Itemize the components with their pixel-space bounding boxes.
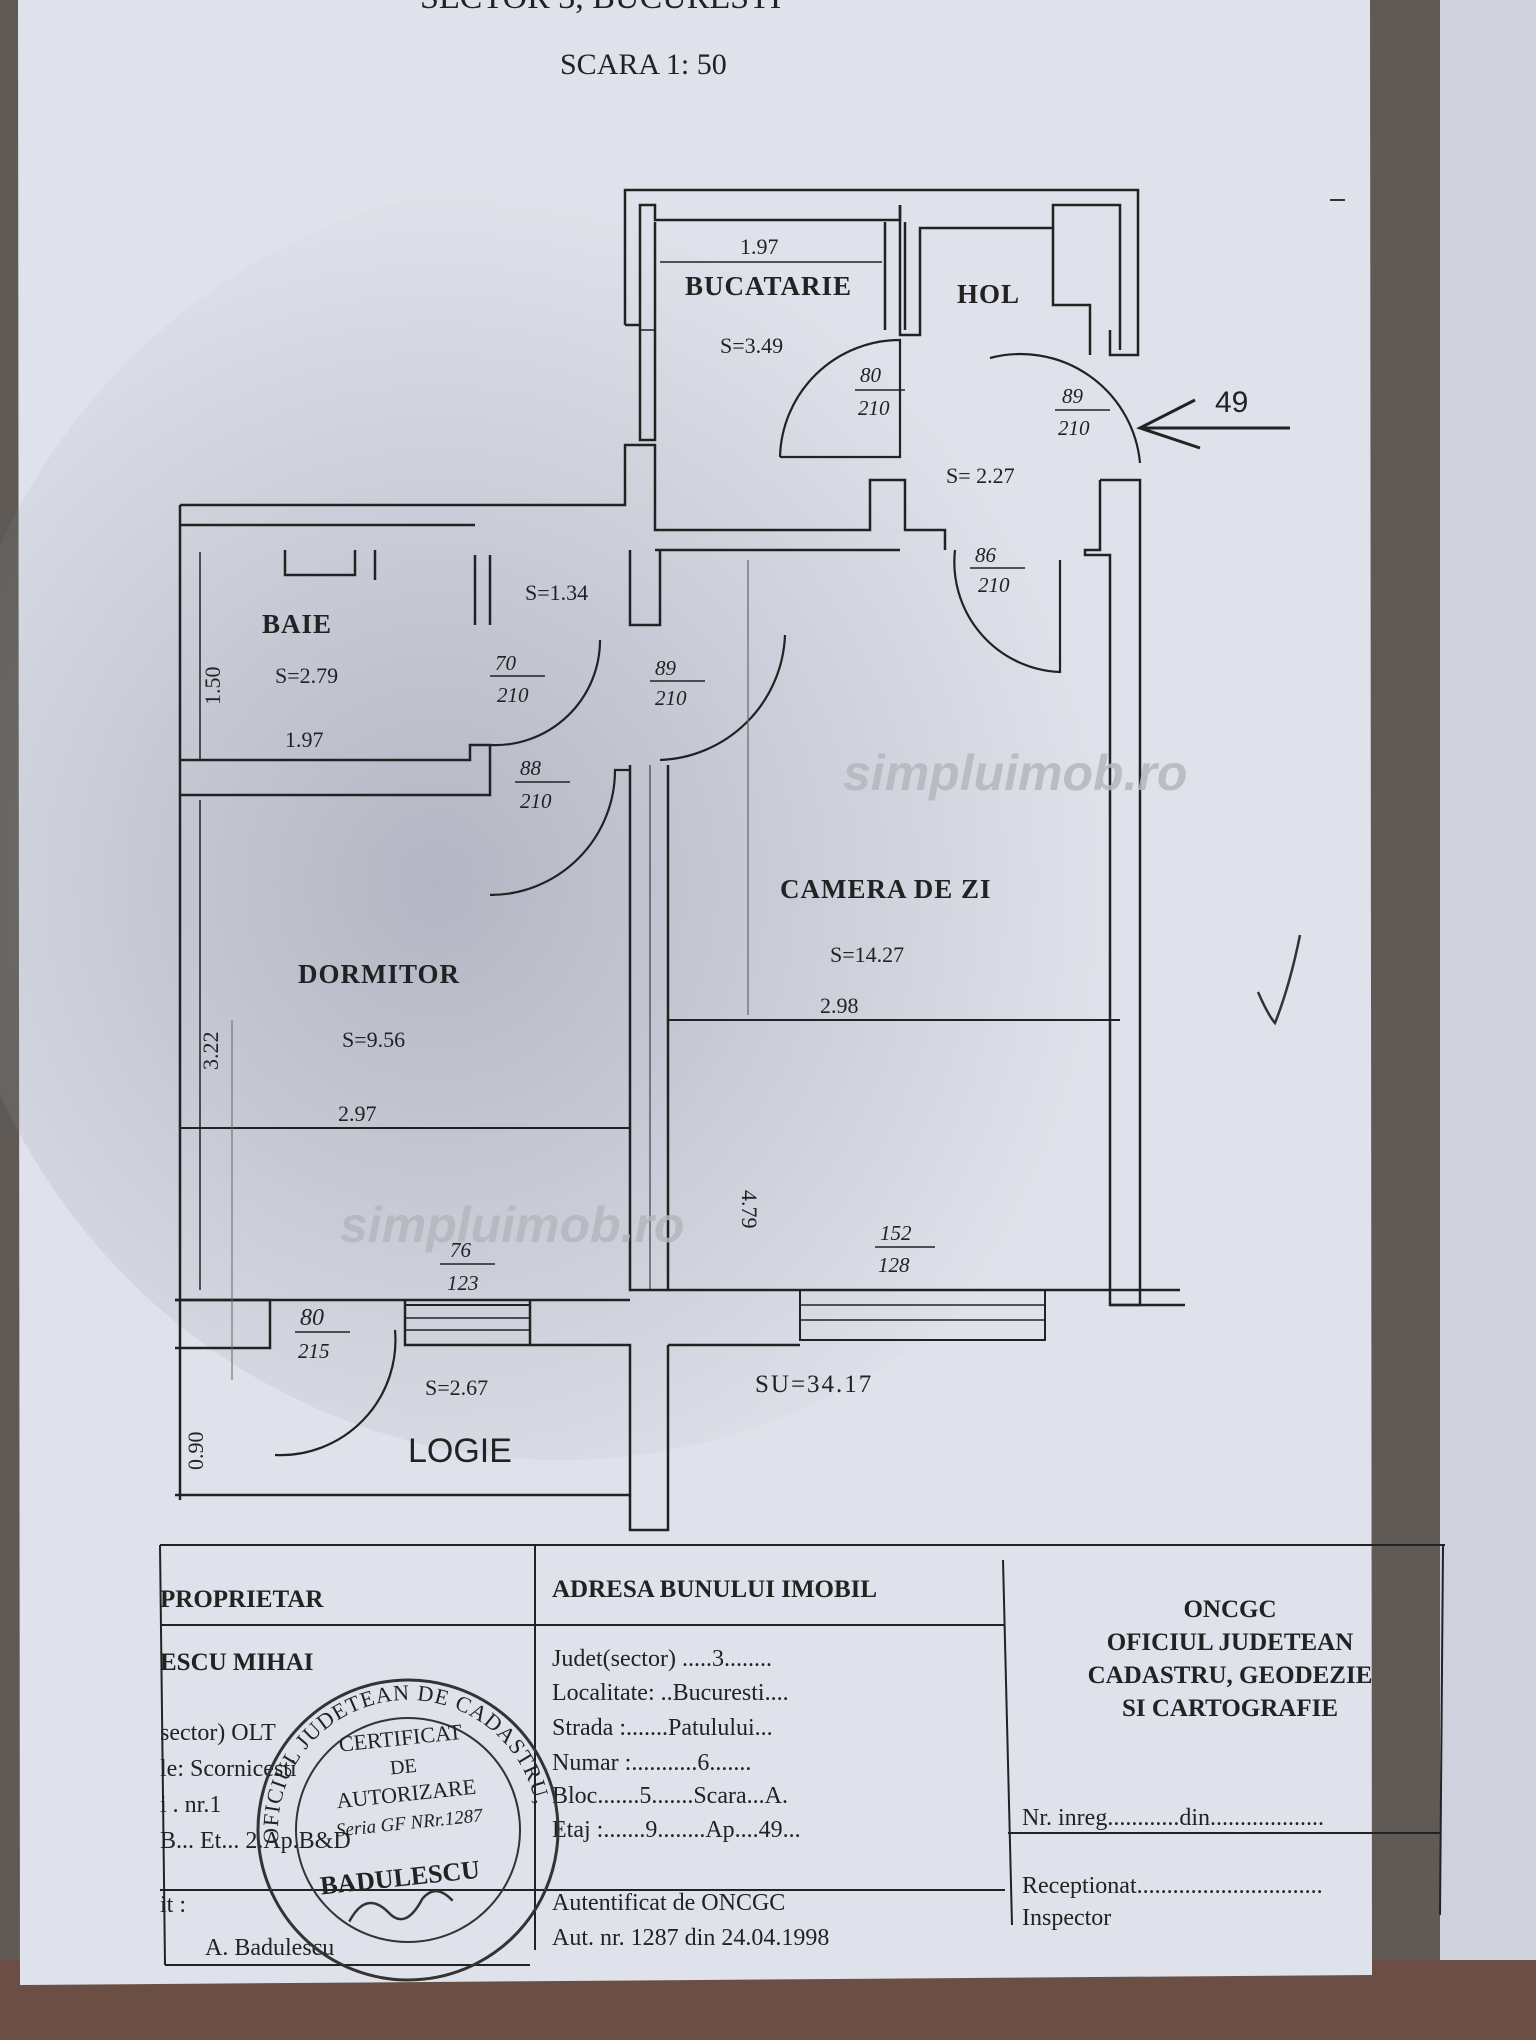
title-block-frame — [159, 1544, 1445, 1966]
door-camera — [659, 634, 787, 762]
door-baie-height: 210 — [497, 683, 529, 707]
stamp-line: DE — [389, 1755, 418, 1780]
address-line: Judet(sector) .....3........ — [552, 1646, 772, 1672]
dim-camera-width: 2.98 — [820, 993, 859, 1018]
room-name-hol: HOL — [957, 279, 1020, 309]
door-dormitor-height: 210 — [520, 789, 552, 813]
door-hol-camera-height: 210 — [978, 573, 1010, 597]
room-name-baie: BAIE — [262, 609, 332, 639]
door-kitchen-height: 210 — [858, 396, 890, 420]
door-entry-width: 89 — [1062, 384, 1084, 408]
auth-line: Autentificat de ONCGC — [552, 1890, 785, 1916]
room-area-camera: S=14.27 — [830, 942, 904, 967]
door-swings — [274, 338, 1142, 1457]
room-area-corridor: S=1.34 — [525, 580, 588, 605]
watermark-top: simpluimob.ro — [843, 745, 1187, 801]
room-area-hol: S= 2.27 — [946, 463, 1015, 488]
door-kitchen — [778, 338, 902, 459]
inspector: Inspector — [1022, 1905, 1111, 1931]
owner-header: PROPRIETAR — [160, 1586, 324, 1613]
door-hol-camera — [953, 549, 1062, 674]
door-logie-height: 215 — [298, 1339, 330, 1363]
walls — [175, 188, 1185, 1532]
room-name-logie: LOGIE — [408, 1432, 512, 1470]
dim-bucatarie: 1.97 — [740, 234, 779, 259]
door-logie-width: 80 — [300, 1305, 324, 1331]
window-camera-height: 128 — [878, 1253, 910, 1277]
room-area-baie: S=2.79 — [275, 663, 338, 688]
door-labels: 80 210 89 210 86 210 70 210 89 210 88 21… — [295, 363, 1110, 1363]
auth-line: Aut. nr. 1287 din 24.04.1998 — [552, 1925, 829, 1951]
address-line: Bloc.......5.......Scara...A. — [552, 1783, 788, 1809]
address-header: ADRESA BUNULUI IMOBIL — [552, 1576, 877, 1603]
address-lines: Judet(sector) .....3........ Localitate:… — [552, 1646, 829, 1951]
office-line: SI CARTOGRAFIE — [1122, 1695, 1338, 1722]
office-line: ONCGC — [1183, 1596, 1276, 1623]
paper-stack-edge — [1440, 0, 1536, 1960]
door-dormitor-width: 88 — [520, 756, 542, 780]
door-entry — [989, 353, 1142, 464]
door-kitchen-width: 80 — [860, 363, 882, 387]
owner-name: ESCU MIHAI — [160, 1649, 314, 1676]
door-camera-width: 89 — [655, 656, 677, 680]
owner-line: sector) OLT — [160, 1720, 276, 1746]
room-area-logie: S=2.67 — [425, 1375, 488, 1400]
watermark-bottom: simpluimob.ro — [340, 1197, 684, 1253]
room-area-bucatarie: S=3.49 — [720, 333, 783, 358]
window-camera-width: 152 — [880, 1221, 912, 1245]
address-line: Localitate: ..Bucuresti.... — [552, 1680, 789, 1706]
address-line: Strada :.......Patulului... — [552, 1715, 773, 1741]
window-dormitor-height: 123 — [447, 1271, 479, 1295]
office-line: OFICIUL JUDETEAN — [1107, 1629, 1354, 1656]
door-baie-width: 70 — [495, 651, 517, 675]
door-baie — [489, 639, 602, 747]
checkmark-icon — [1256, 934, 1302, 1026]
dim-baie-height: 1.50 — [200, 667, 225, 706]
room-name-dormitor: DORMITOR — [298, 959, 460, 989]
address-line: Numar :...........6....... — [552, 1750, 751, 1776]
door-camera-height: 210 — [655, 686, 687, 710]
door-entry-height: 210 — [1058, 416, 1090, 440]
window-dormitor-width: 76 — [450, 1238, 472, 1262]
door-hol-camera-width: 86 — [975, 543, 997, 567]
dim-camera-height: 4.79 — [737, 1190, 762, 1229]
entry-arrow-icon — [1136, 398, 1290, 450]
office-line: CADASTRU, GEODEZIE — [1088, 1662, 1373, 1689]
owner-line: A. Badulescu — [205, 1935, 334, 1961]
room-name-bucatarie: BUCATARIE — [685, 271, 852, 301]
room-area-dormitor: S=9.56 — [342, 1027, 405, 1052]
room-name-camera: CAMERA DE ZI — [780, 874, 992, 904]
dim-logie-height: 0.90 — [183, 1432, 208, 1471]
dim-dormitor-height: 3.22 — [198, 1032, 223, 1071]
entry-apartment-number: 49 — [1215, 386, 1248, 419]
dim-dormitor-width: 2.97 — [338, 1101, 377, 1126]
office-block: ONCGC OFICIUL JUDETEAN CADASTRU, GEODEZI… — [1022, 1596, 1372, 1931]
door-logie — [274, 1329, 397, 1457]
header-title-cut: SECTOR 3, BUCURESTI — [420, 0, 781, 16]
receptionat: Receptionat.............................… — [1022, 1873, 1323, 1899]
owner-lines: sector) OLT le: Scornicesti i . nr.1 B..… — [160, 1720, 351, 1961]
dim-baie-width: 1.97 — [285, 727, 324, 752]
scale-label: SCARA 1: 50 — [560, 48, 727, 81]
owner-line: B... Et... 2.Ap.B&D — [160, 1828, 351, 1854]
address-line: Etaj :.......9........Ap....49... — [552, 1817, 801, 1843]
shadow — [0, 180, 1180, 1460]
owner-line: it : — [160, 1892, 186, 1918]
owner-line: i . nr.1 — [160, 1792, 221, 1818]
total-area: SU=34.17 — [755, 1371, 873, 1398]
nr-inreg: Nr. inreg............din................… — [1022, 1805, 1324, 1831]
signature — [348, 1889, 454, 1923]
door-dormitor — [489, 768, 630, 897]
